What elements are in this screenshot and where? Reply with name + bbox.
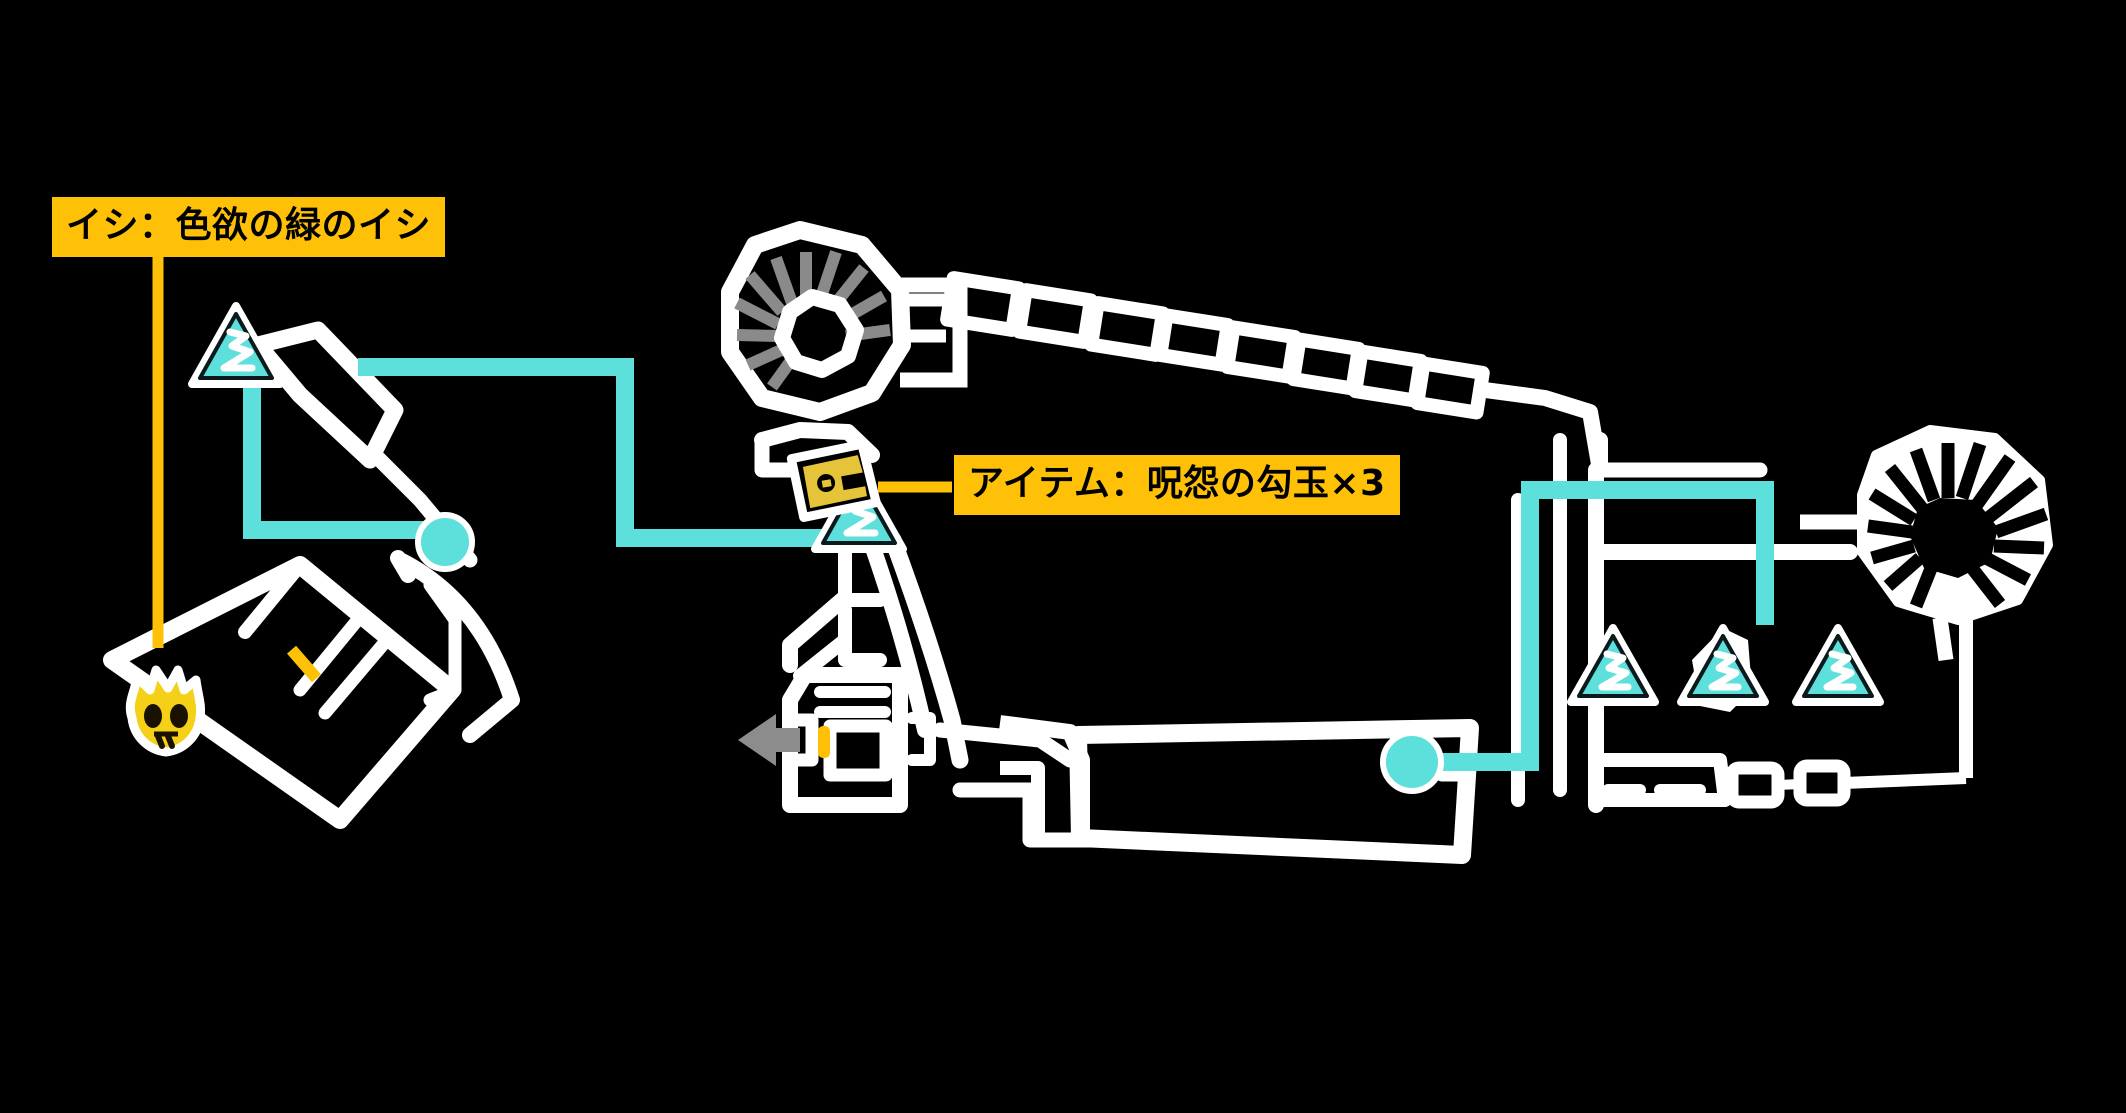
center-structure-geometry	[754, 422, 1098, 848]
spiral-stairs-east	[1800, 425, 2053, 662]
route-path	[243, 358, 1774, 771]
door-left-room	[287, 645, 321, 683]
treasure-chest-marker-icon[interactable]	[786, 439, 881, 522]
route-node-right[interactable]	[1380, 730, 1444, 794]
flaming-skull-marker-icon[interactable]	[125, 665, 205, 757]
path-marker-triangle-right-3[interactable]	[1792, 624, 1884, 706]
label-leader-lines	[152, 255, 952, 648]
east-hall-geometry	[998, 715, 1479, 864]
stepping-platforms	[940, 271, 1490, 420]
label-stone-pickup[interactable]: イシ：色欲の緑のイシ	[52, 197, 446, 257]
right-small-platforms	[1725, 759, 1967, 809]
door-center-room	[818, 726, 830, 758]
path-marker-triangle-right-1[interactable]	[1567, 624, 1659, 706]
route-node-left[interactable]	[415, 512, 475, 572]
exit-arrow-west-icon[interactable]	[738, 714, 800, 766]
path-marker-triangle-left[interactable]	[188, 302, 284, 388]
path-marker-triangle-right-2[interactable]	[1677, 624, 1769, 712]
right-wing-geometry	[1435, 432, 1858, 813]
spiral-stairs-north	[721, 221, 968, 421]
label-item-pickup[interactable]: アイテム：呪怨の勾玉×3	[954, 455, 1400, 515]
